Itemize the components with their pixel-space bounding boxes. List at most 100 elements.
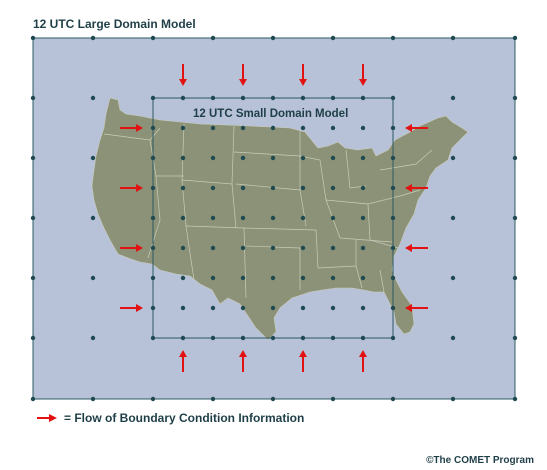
small-grid-point [240, 305, 246, 311]
large-grid-point [330, 95, 336, 101]
us-map [91, 97, 469, 341]
large-grid-point [270, 275, 276, 281]
small-grid-point [240, 155, 246, 161]
large-grid-point [90, 155, 96, 161]
small-grid-point [180, 155, 186, 161]
small-grid-point [180, 95, 186, 101]
large-grid-point [90, 215, 96, 221]
small-grid-point [270, 185, 276, 191]
large-grid-point [210, 335, 216, 341]
small-grid-point [330, 245, 336, 251]
small-grid-point [240, 125, 246, 131]
large-grid-point [150, 35, 156, 41]
large-grid-point [90, 335, 96, 341]
large-grid-point [30, 35, 36, 41]
small-grid-point [270, 305, 276, 311]
boundary-arrow [120, 124, 143, 132]
grid-points [30, 35, 518, 402]
small-grid-point [210, 305, 216, 311]
large-grid-point [512, 396, 518, 402]
large-grid-point [210, 275, 216, 281]
large-grid-point [30, 95, 36, 101]
large-grid-point [390, 275, 396, 281]
small-grid-point [180, 185, 186, 191]
large-grid-point [450, 95, 456, 101]
large-grid-point [150, 155, 156, 161]
large-grid-point [450, 35, 456, 41]
large-grid-point [330, 155, 336, 161]
large-grid-point [512, 35, 518, 41]
small-grid-point [240, 95, 246, 101]
large-grid-point [210, 396, 216, 402]
small-grid-point [180, 335, 186, 341]
large-grid-point [270, 396, 276, 402]
legend: = Flow of Boundary Condition Information [36, 411, 304, 425]
boundary-arrow [120, 304, 143, 312]
large-grid-point [512, 95, 518, 101]
small-grid-point [180, 245, 186, 251]
large-grid-point [90, 35, 96, 41]
boundary-arrow [120, 184, 143, 192]
boundary-arrow [299, 350, 307, 372]
small-grid-point [360, 215, 366, 221]
large-grid-point [270, 215, 276, 221]
small-grid-point [300, 155, 306, 161]
small-grid-point [300, 215, 306, 221]
small-grid-point [300, 275, 306, 281]
large-grid-point [270, 155, 276, 161]
small-grid-point [360, 155, 366, 161]
large-grid-point [330, 335, 336, 341]
large-grid-point [450, 275, 456, 281]
small-grid-point [270, 245, 276, 251]
large-grid-point [30, 335, 36, 341]
small-grid-point [330, 125, 336, 131]
small-grid-point [270, 125, 276, 131]
large-grid-point [30, 396, 36, 402]
large-grid-point [330, 396, 336, 402]
large-grid-point [210, 155, 216, 161]
legend-arrow-icon [37, 414, 57, 422]
small-grid-point [360, 185, 366, 191]
small-grid-point [150, 305, 156, 311]
large-grid-point [512, 215, 518, 221]
small-grid-point [360, 335, 366, 341]
small-grid-point [150, 245, 156, 251]
small-grid-point [330, 185, 336, 191]
small-grid-point [360, 245, 366, 251]
small-grid-point [150, 185, 156, 191]
boundary-arrow [239, 350, 247, 372]
boundary-arrow [405, 244, 428, 252]
small-grid-point [300, 125, 306, 131]
large-grid-point [512, 335, 518, 341]
large-grid-point [150, 396, 156, 402]
small-grid-point [240, 215, 246, 221]
small-grid-point [300, 305, 306, 311]
small-grid-point [390, 185, 396, 191]
state-boundaries [103, 123, 433, 299]
large-grid-point [210, 35, 216, 41]
small-grid-point [240, 245, 246, 251]
small-grid-point [330, 305, 336, 311]
large-grid-point [450, 155, 456, 161]
boundary-arrow [359, 350, 367, 372]
small-grid-point [210, 125, 216, 131]
small-grid-point [300, 245, 306, 251]
large-grid-point [210, 95, 216, 101]
large-grid-point [90, 396, 96, 402]
small-grid-point [180, 275, 186, 281]
large-grid-point [90, 275, 96, 281]
small-grid-point [240, 335, 246, 341]
large-grid-point [450, 396, 456, 402]
small-grid-point [300, 95, 306, 101]
large-grid-point [270, 35, 276, 41]
small-domain-title: 12 UTC Small Domain Model [193, 108, 349, 120]
large-grid-point [390, 35, 396, 41]
small-grid-point [180, 215, 186, 221]
large-grid-point [150, 335, 156, 341]
small-grid-point [360, 125, 366, 131]
boundary-arrow [405, 184, 428, 192]
boundary-arrow [239, 64, 247, 86]
boundary-arrows [120, 64, 428, 372]
large-grid-point [390, 396, 396, 402]
